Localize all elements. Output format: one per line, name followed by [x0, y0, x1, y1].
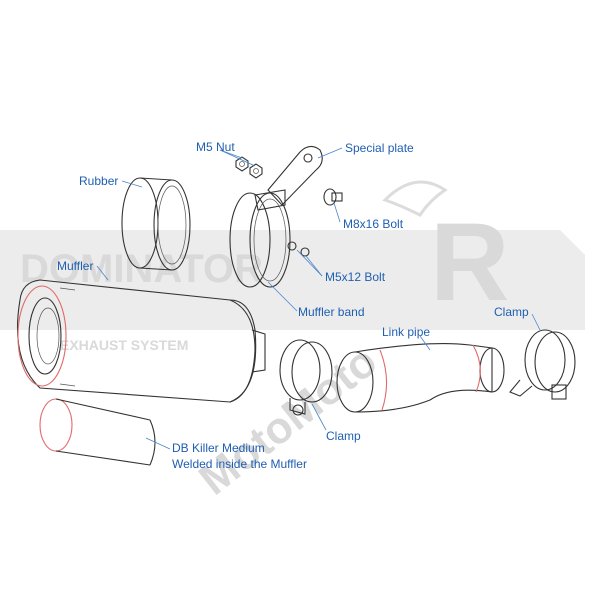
muffler: [17, 279, 266, 403]
label-m5-nut: M5 Nut: [196, 140, 235, 154]
link-pipe: [336, 342, 505, 413]
m8x16-bolt: [323, 188, 343, 206]
label-clamp-right: Clamp: [494, 305, 529, 319]
special-plate: [267, 145, 323, 206]
label-special-plate: Special plate: [345, 141, 414, 155]
label-muffler: Muffler: [57, 259, 93, 273]
clamp-bottom: [279, 339, 333, 416]
m5x12-bolts: [287, 241, 310, 257]
leader-lines: [96, 147, 541, 450]
clamp-right: [509, 329, 576, 400]
label-db-killer-line1: DB Killer Medium: [172, 441, 265, 455]
label-m8x16-bolt: M8x16 Bolt: [343, 217, 404, 231]
watermark-tagline: EXHAUST SYSTEM: [60, 337, 188, 353]
m5-nuts: [235, 156, 263, 179]
rubber-ring: [121, 177, 191, 271]
label-db-killer-line2: Welded inside the Muffler: [172, 457, 307, 471]
watermark-logo-icon: [382, 180, 448, 217]
label-clamp-bottom: Clamp: [326, 429, 361, 443]
label-link-pipe: Link pipe: [382, 325, 430, 339]
muffler-band: [229, 189, 291, 288]
label-m5x12-bolt: M5x12 Bolt: [325, 270, 386, 284]
watermark-sub: MotoMoto: [190, 337, 386, 505]
watermark-brand: DOMINATOR: [20, 247, 263, 291]
label-rubber: Rubber: [79, 174, 118, 188]
label-muffler-band: Muffler band: [298, 305, 365, 319]
watermark-letter: R: [430, 201, 509, 324]
part-labels: M5 Nut Special plate Rubber M8x16 Bolt M…: [57, 140, 529, 471]
db-killer: [39, 398, 156, 466]
